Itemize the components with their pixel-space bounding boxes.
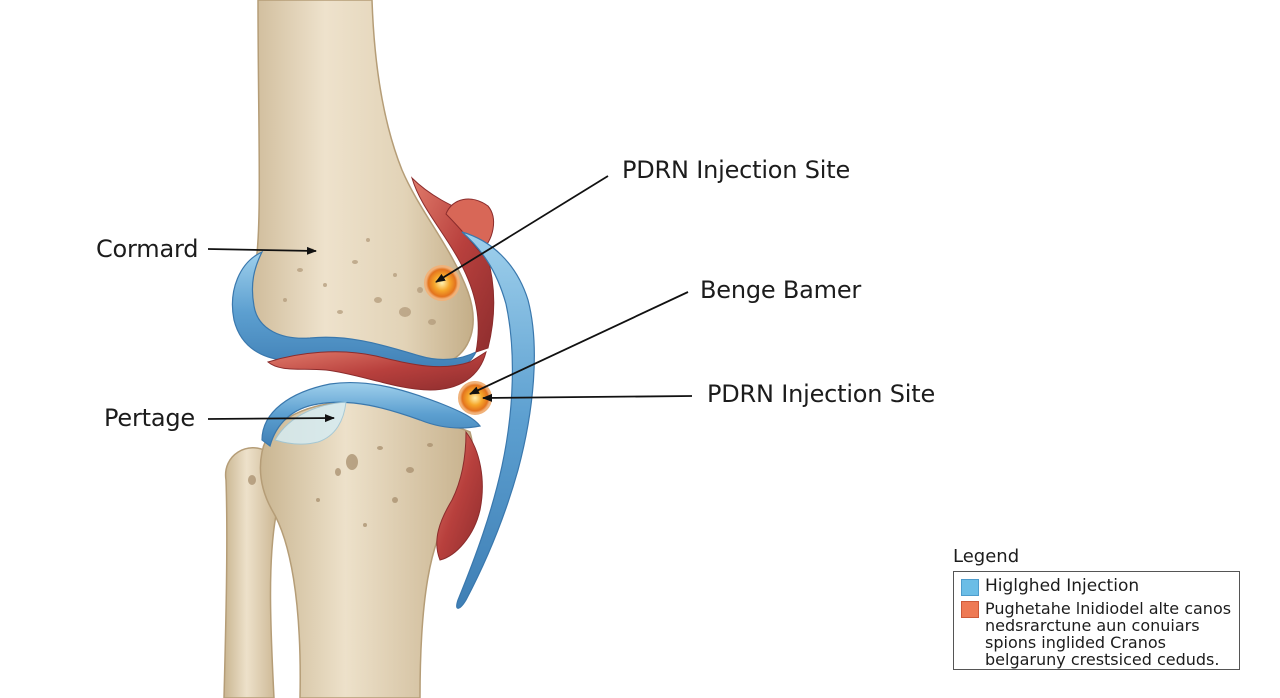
femoral-cartilage (231, 250, 478, 374)
injection-site-upper-marker (424, 265, 460, 301)
arrow-injection-top (435, 175, 609, 283)
tibial-cartilage (261, 381, 482, 448)
legend-swatch-blue (961, 579, 979, 596)
legend-title: Legend (953, 546, 1020, 567)
label-benge-bamer: Benge Bamer (700, 276, 862, 304)
legend-item-label: Higlghed Injection (985, 576, 1140, 596)
legend-box: Higlghed Injection Pughetahe lnidiodel a… (953, 571, 1240, 670)
arrow-cormard (207, 246, 317, 255)
arrow-pertage (207, 414, 335, 423)
label-injection-site-top: PDRN Injection Site (622, 156, 851, 184)
femur-bone-texture (283, 238, 436, 325)
arrow-benge-bamer (469, 291, 689, 395)
lower-synovial-tissue (436, 430, 483, 561)
meniscus (274, 401, 347, 445)
leader-lines (207, 175, 693, 423)
synovial-membrane (266, 350, 487, 391)
legend-swatch-orange (961, 601, 979, 618)
legend-item-text: Pughetahe lnidiodel alte canos nedsrarct… (985, 599, 1232, 669)
arrow-injection-bottom (482, 393, 693, 402)
femur (244, 0, 474, 366)
patellar-tendon (456, 231, 535, 609)
legend-item-description: Pughetahe lnidiodel alte canos nedsrarct… (961, 600, 1235, 668)
tibia-bone-texture (248, 443, 433, 527)
label-cormard: Cormard (96, 235, 199, 263)
label-pertage: Pertage (104, 404, 195, 432)
legend-item-highlighted: Higlghed Injection (961, 577, 1139, 596)
label-injection-site-bottom: PDRN Injection Site (707, 380, 936, 408)
